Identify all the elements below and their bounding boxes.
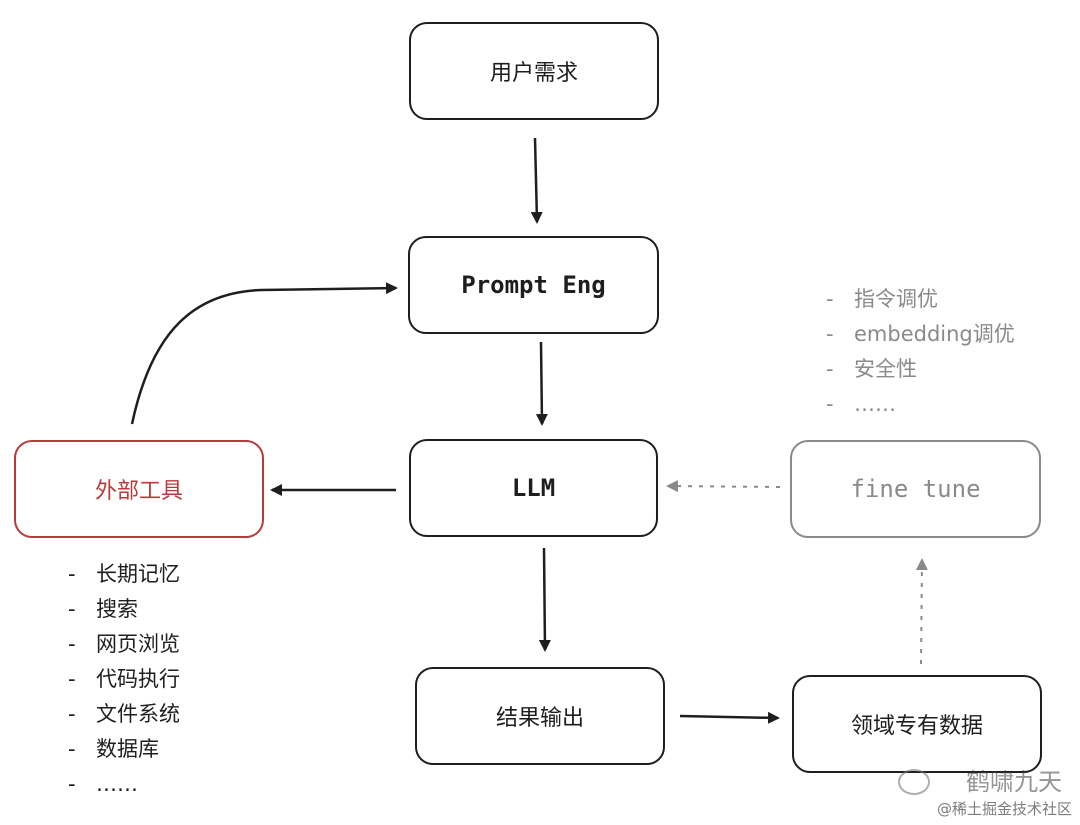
arrow-needs-to-prompt xyxy=(530,137,543,224)
watermark-site: @稀土掘金技术社区 xyxy=(936,800,1072,818)
fine-tune-list-item: 指令调优 xyxy=(826,282,1015,317)
wechat-logo-icon xyxy=(898,769,930,795)
node-external-tools: 外部工具 xyxy=(14,440,264,538)
fine-tune-list: 指令调优 embedding调优 安全性 …… xyxy=(826,282,1015,422)
tool-list-item: 数据库 xyxy=(68,732,180,767)
arrow-result-to-domain xyxy=(679,711,780,724)
arrow-llm-to-result xyxy=(538,547,551,652)
tool-list-item: …… xyxy=(68,767,180,802)
node-prompt-eng: Prompt Eng xyxy=(408,236,659,334)
node-llm: LLM xyxy=(409,439,658,537)
node-user-needs: 用户需求 xyxy=(409,22,659,120)
node-result-output: 结果输出 xyxy=(415,667,665,765)
tool-list-item: 长期记忆 xyxy=(68,557,180,592)
fine-tune-list-item: 安全性 xyxy=(826,352,1015,387)
arrow-finetune-to-llm xyxy=(666,480,781,493)
tool-list: 长期记忆 搜索 网页浏览 代码执行 文件系统 数据库 …… xyxy=(68,557,180,802)
tool-list-item: 搜索 xyxy=(68,592,180,627)
fine-tune-list-item: …… xyxy=(826,387,1015,422)
node-fine-tune: fine tune xyxy=(790,440,1041,538)
fine-tune-list-item: embedding调优 xyxy=(826,317,1015,352)
tool-list-item: 代码执行 xyxy=(68,662,180,697)
tool-list-item: 文件系统 xyxy=(68,697,180,732)
arrow-tools-to-prompt xyxy=(130,282,398,425)
watermark-account: 鹤啸九天 xyxy=(966,768,1062,796)
arrow-domain-to-finetune xyxy=(915,558,928,665)
tool-list-item: 网页浏览 xyxy=(68,627,180,662)
node-domain-data: 领域专有数据 xyxy=(792,675,1042,773)
arrow-prompt-to-llm xyxy=(535,341,548,426)
